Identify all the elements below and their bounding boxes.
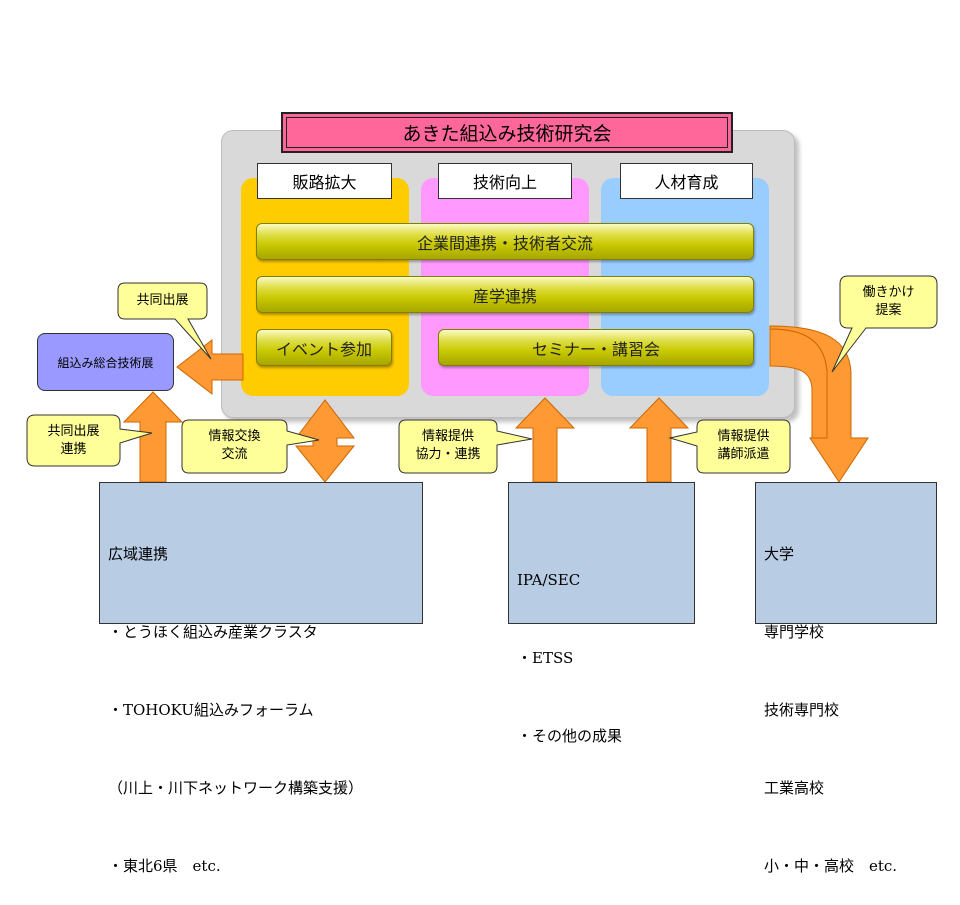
expo-label: 組込み総合技術展 [57, 355, 154, 370]
callout-info-exchange-line2: 交流 [221, 447, 248, 462]
callout-info-exchange-text: 情報交換 交流 [182, 428, 287, 464]
callout-info-coop-line2: 協力・連携 [415, 447, 481, 462]
schools-box: 大学 専門学校 技術専門校 工業高校 小・中・高校 etc. [755, 482, 937, 875]
regional-line-4: （川上・川下ネットワーク構築支援） [108, 779, 364, 797]
schools-line-2: 専門学校 [764, 623, 825, 641]
schools-line-3: 技術専門校 [764, 701, 840, 719]
callout-info-coop [398, 419, 533, 474]
callout-info-lecturer-line1: 情報提供 [717, 429, 770, 444]
industry-academia-bar: 産学連携 [256, 276, 754, 313]
callout-approach-text: 働きかけ 提案 [840, 284, 937, 320]
regional-line-2: ・とうほく組込み産業クラスタ [108, 623, 318, 641]
callout-info-lecturer [668, 419, 791, 474]
callout-approach-line1: 働きかけ [862, 285, 915, 300]
ipa-line-1: IPA/SEC [517, 571, 581, 589]
ipa-line-2: ・ETSS [517, 649, 574, 667]
schools-line-1: 大学 [764, 545, 795, 563]
exchange-bar: 企業間連携・技術者交流 [256, 223, 754, 260]
ipa-line-3: ・その他の成果 [517, 727, 623, 745]
callout-joint-exhibit-link-text: 共同出展 連携 [27, 423, 120, 459]
page-title: あきた組込み技術研究会 [281, 112, 733, 153]
tech-column-header: 技術向上 [438, 163, 572, 199]
event-bar: イベント参加 [256, 329, 392, 366]
callout-joint-exhibit-link-line1: 共同出展 [47, 424, 100, 439]
arrow-double-exchange [294, 399, 356, 483]
seminar-bar: セミナー・講習会 [438, 329, 754, 366]
page-title-text: あきた組込み技術研究会 [402, 123, 612, 145]
callout-joint-exhibit [117, 282, 212, 360]
schools-line-4: 工業高校 [764, 779, 825, 797]
regional-line-1: 広域連携 [108, 545, 169, 563]
arrow-ipa-up [514, 397, 576, 483]
arrows-layer [26, 275, 938, 483]
callout-info-coop-line1: 情報提供 [421, 429, 474, 444]
callout-info-exchange-line1: 情報交換 [208, 429, 261, 444]
regional-box: 広域連携 ・とうほく組込み産業クラスタ ・TOHOKU組込みフォーラム （川上・… [99, 482, 423, 875]
sales-column-header: 販路拡大 [257, 163, 392, 199]
hr-column-header: 人材育成 [620, 163, 753, 199]
callout-info-lecturer-line2: 講師派遣 [717, 447, 770, 462]
callout-info-exchange [181, 419, 320, 474]
callout-approach-line2: 提案 [875, 303, 902, 318]
callout-joint-exhibit-link-line2: 連携 [60, 442, 87, 457]
ipa-box: IPA/SEC ・ETSS ・その他の成果 [508, 482, 695, 745]
arrow-regional-to-expo [122, 391, 184, 483]
callout-approach [831, 275, 938, 373]
expo-box: 組込み総合技術展 [37, 333, 174, 391]
callout-info-coop-text: 情報提供 協力・連携 [399, 428, 497, 464]
callout-joint-exhibit-link [26, 414, 153, 467]
arrow-to-expo [176, 338, 244, 396]
callout-joint-exhibit-text: 共同出展 [136, 293, 189, 308]
schools-line-5: 小・中・高校 etc. [764, 857, 898, 875]
regional-line-5: ・東北6県 etc. [108, 857, 221, 875]
regional-line-3: ・TOHOKU組込みフォーラム [108, 701, 314, 719]
arrow-schools-up [628, 397, 690, 483]
callout-info-lecturer-text: 情報提供 講師派遣 [697, 428, 790, 464]
